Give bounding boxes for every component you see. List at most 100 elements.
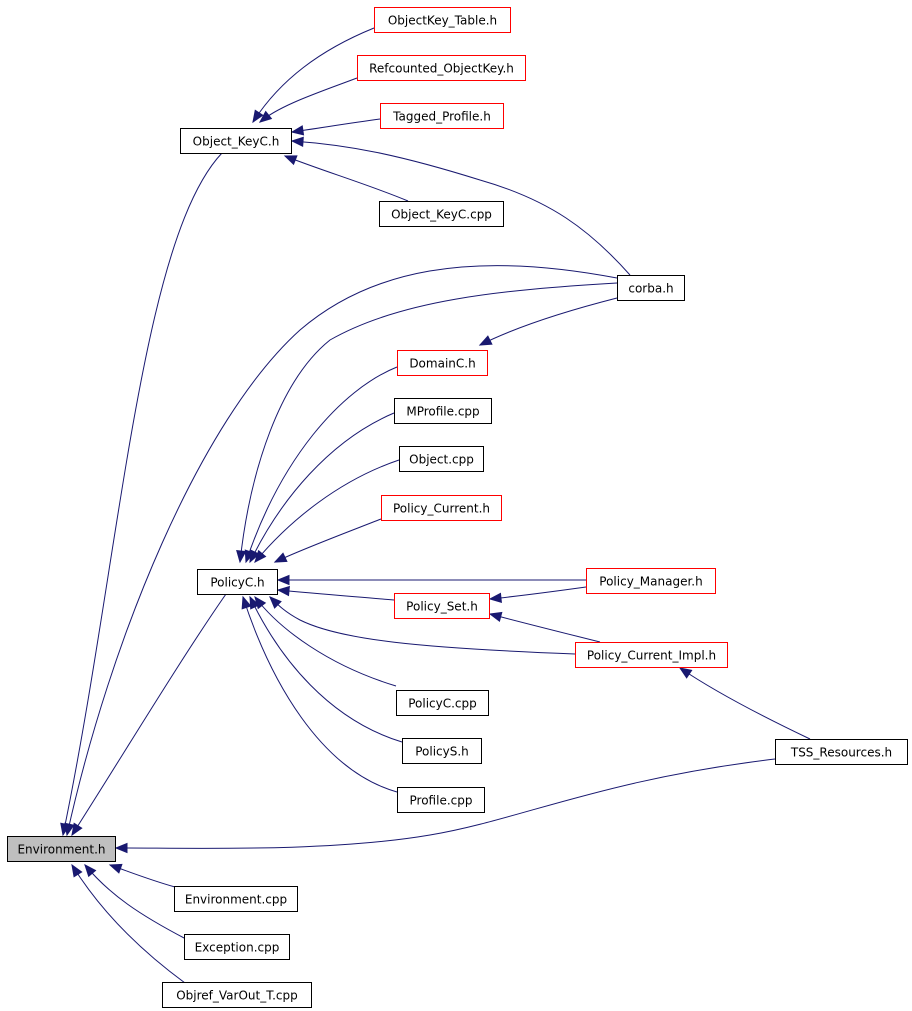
edge-line	[62, 152, 223, 836]
edge-line	[252, 27, 375, 123]
node-box	[402, 738, 482, 764]
node-label: Profile.cpp	[410, 794, 473, 808]
node-box	[357, 55, 526, 81]
node-box	[394, 398, 492, 424]
node-label: Object_KeyC.cpp	[391, 208, 492, 222]
node-box	[396, 690, 489, 716]
edge-arrowhead	[283, 155, 298, 166]
node-object-keyc-h[interactable]: Object_KeyC.h	[180, 128, 292, 154]
node-box	[397, 787, 485, 813]
edge-environment_cpp-to-environment_h	[108, 863, 176, 888]
node-label: Environment.h	[17, 843, 105, 857]
node-policys-h[interactable]: PolicyS.h	[402, 738, 482, 764]
edge-arrowhead	[108, 863, 123, 874]
node-box	[394, 593, 490, 619]
edge-line	[679, 667, 811, 740]
edge-arrowhead	[252, 109, 264, 124]
node-policyc-h[interactable]: PolicyC.h	[197, 569, 278, 595]
node-objref-varout-t-cpp[interactable]: Objref_VarOut_T.cpp	[162, 982, 312, 1008]
edge-policyc_h-to-environment_h	[71, 593, 227, 837]
edge-corba_h-to-environment_h	[64, 265, 618, 837]
node-label: MProfile.cpp	[406, 405, 479, 419]
edge-arrowhead	[290, 136, 304, 148]
edge-arrowhead	[258, 110, 273, 123]
edge-line	[291, 140, 631, 276]
edge-line	[259, 77, 358, 123]
edge-domainc_h-to-policyc_h	[244, 366, 398, 564]
node-box	[380, 103, 504, 129]
node-policy-current-impl-h[interactable]: Policy_Current_Impl.h	[575, 642, 728, 668]
edge-refcounted_objectkey_h-to-object_keyc_h	[258, 77, 358, 123]
node-policy-current-h[interactable]: Policy_Current.h	[381, 495, 502, 521]
node-label: Refcounted_ObjectKey.h	[369, 62, 514, 76]
edge-arrowhead	[236, 549, 247, 564]
edge-arrowhead	[241, 595, 252, 610]
node-box	[7, 836, 116, 862]
edge-line	[249, 596, 403, 743]
edge-arrowhead	[71, 863, 83, 878]
node-box	[575, 642, 728, 668]
edge-mprofile_cpp-to-policyc_h	[249, 412, 395, 564]
node-policy-set-h[interactable]: Policy_Set.h	[394, 593, 490, 619]
edge-line	[274, 518, 382, 563]
node-refcounted-objectkey-h[interactable]: Refcounted_ObjectKey.h	[357, 55, 526, 81]
edge-profile_cpp-to-policyc_h	[241, 595, 398, 793]
node-object-cpp[interactable]: Object.cpp	[399, 446, 484, 472]
edge-line	[71, 864, 186, 984]
node-box	[775, 739, 908, 765]
node-box	[381, 495, 502, 521]
edge-policys_h-to-policyc_h	[249, 595, 403, 743]
node-box	[586, 568, 716, 594]
node-label: Object_KeyC.h	[193, 135, 280, 149]
edge-line	[277, 589, 395, 601]
edge-line	[489, 613, 601, 643]
edge-line	[66, 265, 618, 836]
node-object-keyc-cpp[interactable]: Object_KeyC.cpp	[379, 201, 504, 227]
edge-arrowhead	[114, 842, 128, 854]
node-policy-manager-h[interactable]: Policy_Manager.h	[586, 568, 716, 594]
node-box	[162, 982, 312, 1008]
edge-arrowhead	[488, 592, 502, 604]
node-exception-cpp[interactable]: Exception.cpp	[184, 934, 290, 960]
edge-arrowhead	[249, 549, 260, 564]
node-label: Policy_Set.h	[406, 600, 478, 614]
node-box	[399, 446, 484, 472]
node-label: Environment.cpp	[185, 893, 287, 907]
node-box	[374, 7, 511, 33]
node-environment-cpp[interactable]: Environment.cpp	[174, 886, 298, 912]
edge-line	[269, 596, 576, 655]
edge-object_keyc_cpp-to-object_keyc_h	[283, 155, 409, 202]
edge-line	[242, 596, 398, 793]
edge-line	[489, 586, 587, 600]
edge-line	[254, 596, 397, 687]
edge-line	[239, 282, 618, 563]
node-label: DomainC.h	[409, 357, 475, 371]
node-policyc-cpp[interactable]: PolicyC.cpp	[396, 690, 489, 716]
node-label: Object.cpp	[409, 453, 474, 467]
edge-arrowhead	[84, 863, 97, 878]
node-label: PolicyC.cpp	[408, 697, 477, 711]
node-box	[174, 886, 298, 912]
node-objectkey-table-h[interactable]: ObjectKey_Table.h	[374, 7, 511, 33]
edge-arrowhead	[71, 822, 83, 837]
edge-corba_h-to-policyc_h	[236, 282, 618, 564]
edge-arrowhead	[276, 574, 290, 586]
node-mprofile-cpp[interactable]: MProfile.cpp	[394, 398, 492, 424]
node-label: Policy_Manager.h	[599, 575, 702, 589]
node-tss-resources-h[interactable]: TSS_Resources.h	[775, 739, 908, 765]
edge-object_keyc_h-to-environment_h	[60, 152, 223, 837]
node-label: ObjectKey_Table.h	[388, 14, 497, 28]
node-corba-h[interactable]: corba.h	[617, 275, 685, 301]
node-tagged-profile-h[interactable]: Tagged_Profile.h	[380, 103, 504, 129]
node-domainc-h[interactable]: DomainC.h	[397, 350, 488, 376]
edge-arrowhead	[678, 667, 693, 679]
node-box	[180, 128, 292, 154]
node-label: Policy_Current_Impl.h	[587, 649, 716, 663]
edge-arrowhead	[64, 822, 75, 837]
node-environment-h: Environment.h	[7, 836, 116, 862]
node-profile-cpp[interactable]: Profile.cpp	[397, 787, 485, 813]
edge-arrowhead	[290, 125, 305, 136]
edge-policy_current_h-to-policyc_h	[273, 518, 382, 563]
node-label: PolicyS.h	[415, 745, 469, 759]
